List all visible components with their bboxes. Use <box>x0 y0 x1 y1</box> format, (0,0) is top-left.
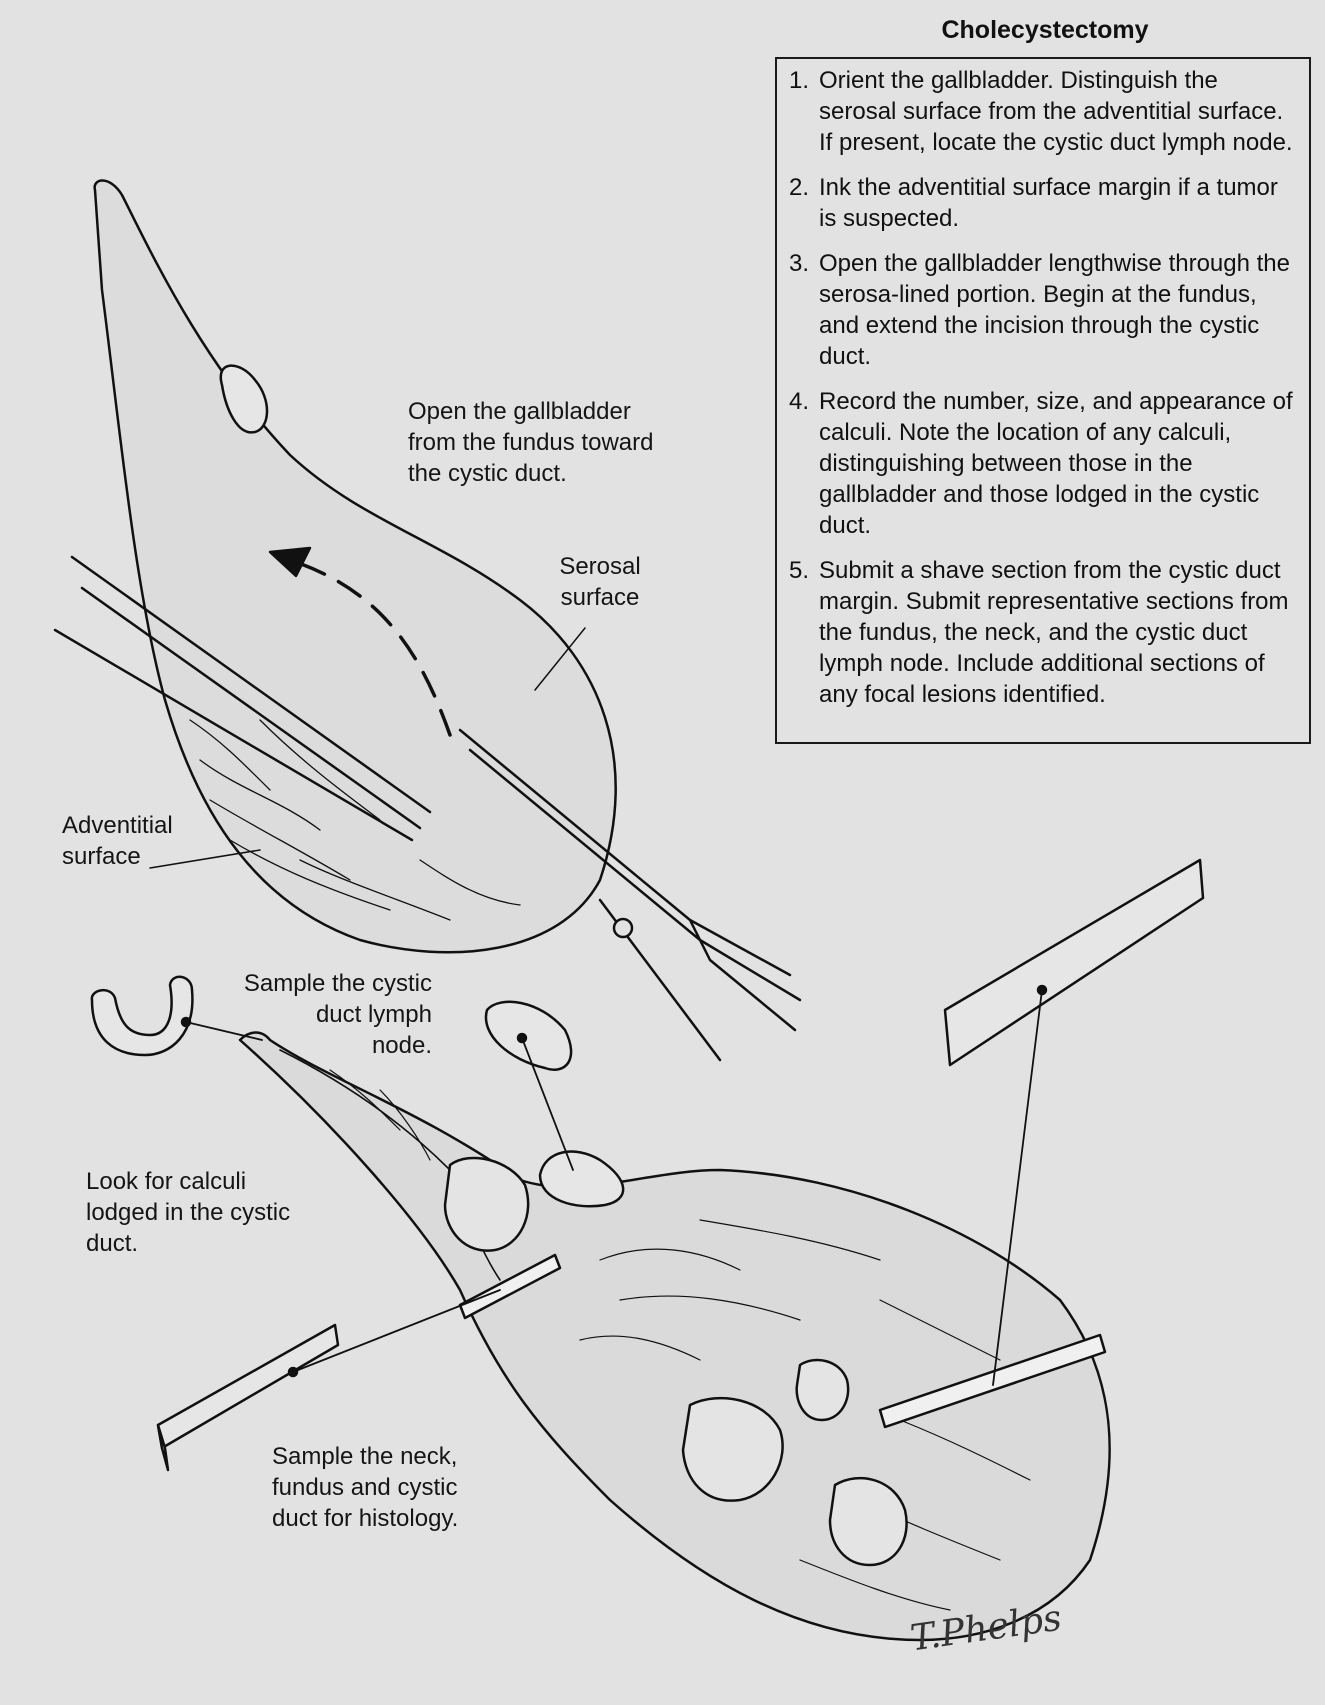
strip-neck-side <box>156 1423 170 1472</box>
procedure-step: 2. Ink the adventitial surface margin if… <box>789 172 1299 234</box>
strip-neck <box>156 1323 340 1450</box>
step-text: Submit a shave section from the cystic d… <box>819 557 1289 708</box>
strip-fundus-cut <box>878 1333 1107 1429</box>
strip-fundus <box>943 858 1205 1067</box>
gallbladder-opened <box>238 1031 1111 1642</box>
step-text: Record the number, size, and appearance … <box>819 388 1293 539</box>
serosal-leader <box>534 627 586 691</box>
gallbladder-top <box>93 179 617 954</box>
calculi-label: Look for calculi lodged in the cystic du… <box>86 1168 291 1257</box>
procedure-step: 1. Orient the gallbladder. Distinguish t… <box>789 65 1299 158</box>
step-number: 5. <box>789 557 810 584</box>
step-number: 2. <box>789 174 810 201</box>
adventitial-surface-label: Adventitial surface <box>62 812 173 870</box>
forceps <box>53 555 432 842</box>
lymph-node-loose <box>484 1000 573 1071</box>
step-text: Open the gallbladder lengthwise through … <box>819 250 1290 370</box>
calculus-duct <box>443 1156 530 1252</box>
incision-arrow-path <box>288 558 452 737</box>
lymph-node-label: Sample the cystic duct lymph node. <box>243 970 432 1059</box>
step-text: Orient the gallbladder. Distinguish the … <box>819 67 1293 156</box>
fundus-pointer <box>992 989 1043 1386</box>
strip-neck-cut <box>458 1253 562 1320</box>
procedure-steps-box: 1. Orient the gallbladder. Distinguish t… <box>775 57 1311 744</box>
step-number: 1. <box>789 67 810 94</box>
serosal-surface-label: Serosal surface <box>559 553 641 611</box>
incision-arrowhead <box>268 546 312 578</box>
step-text: Ink the adventitial surface margin if a … <box>819 174 1278 232</box>
histology-label: Sample the neck, fundus and cystic duct … <box>272 1443 459 1532</box>
procedure-title: Cholecystectomy <box>941 16 1149 44</box>
step-number: 4. <box>789 388 810 415</box>
step-number: 3. <box>789 250 810 277</box>
shave-section <box>90 975 194 1057</box>
open-gallbladder-label: Open the gallbladder from the fundus tow… <box>408 398 654 487</box>
lymph-pointer <box>521 1037 574 1171</box>
calculus-small <box>795 1358 850 1422</box>
calculus-large <box>681 1396 784 1502</box>
lymph-node-top <box>219 364 269 434</box>
procedure-step: 5. Submit a shave section from the cysti… <box>789 555 1299 710</box>
lymph-node-attached <box>538 1150 625 1208</box>
adventitial-leader <box>149 849 261 869</box>
shave-pointer <box>185 1021 263 1041</box>
calculus-lower <box>828 1476 908 1567</box>
procedure-step: 4. Record the number, size, and appearan… <box>789 386 1299 541</box>
adventitial-texture <box>189 719 521 921</box>
neck-pointer <box>292 1289 501 1373</box>
scissors <box>458 728 802 1062</box>
procedure-step: 3. Open the gallbladder lengthwise throu… <box>789 248 1299 372</box>
